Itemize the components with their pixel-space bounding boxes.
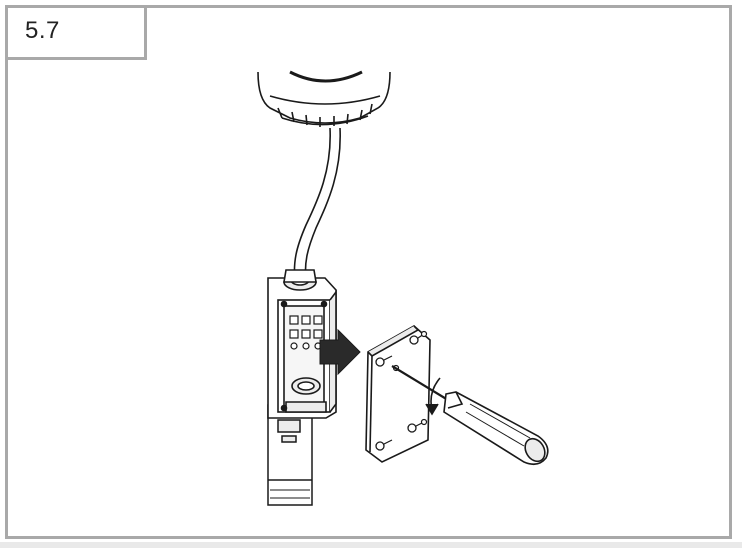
step-number-box: 5.7 [5, 5, 147, 60]
screwdriver-icon [391, 365, 549, 466]
cable-icon [293, 127, 341, 283]
figure-frame [5, 5, 732, 539]
light-fixture-icon [257, 70, 391, 127]
mounting-bracket-icon [267, 404, 313, 506]
rotation-arrow-icon [425, 377, 441, 416]
bottom-strip [0, 542, 742, 548]
arrow-right-icon [319, 328, 361, 376]
step-number: 5.7 [25, 17, 60, 44]
box-cover-plate-icon [365, 325, 431, 463]
